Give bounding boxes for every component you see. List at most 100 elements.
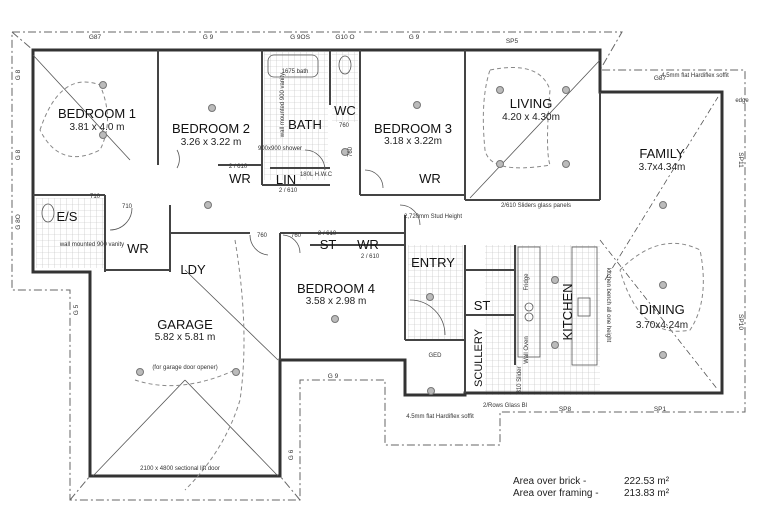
room-st-bed4: ST bbox=[320, 237, 337, 252]
plan-notes: 1675 bath wall mounted 900 vanity 900x90… bbox=[59, 69, 750, 472]
room-dimensions: 3.81 x 4.0 m bbox=[69, 122, 124, 133]
note: GED bbox=[428, 353, 442, 359]
window-label: G 6 bbox=[288, 449, 295, 460]
bathtub bbox=[267, 54, 319, 78]
window-label: G 9 bbox=[409, 34, 420, 41]
room-garage: GARAGE 5.82 x 5.81 m bbox=[155, 317, 216, 343]
room-ldy: LDY bbox=[180, 262, 206, 277]
room-dimensions: 3.26 x 3.22 m bbox=[181, 137, 242, 148]
window-label: SP10 bbox=[737, 314, 744, 330]
room-wr-bed2: WR bbox=[229, 171, 251, 186]
room-dimensions: 3.58 x 2.98 m bbox=[306, 296, 367, 307]
window-label: G 8 bbox=[15, 149, 22, 160]
window-label: G 8O bbox=[15, 214, 22, 230]
roof-hip bbox=[11, 31, 34, 51]
room-kitchen: KITCHEN bbox=[560, 283, 575, 340]
area-summary: Area over brick - 222.53 m² Area over fr… bbox=[513, 476, 670, 499]
roof-hip bbox=[69, 475, 91, 501]
note: 900x900 shower bbox=[258, 146, 302, 152]
window-label: G 5 bbox=[73, 304, 80, 315]
kitchen-tiles bbox=[485, 245, 600, 395]
note: 4.5mm flat Hardiflex soffit bbox=[661, 73, 729, 79]
window-label: SP5 bbox=[506, 38, 519, 45]
room-name: FAMILY bbox=[639, 146, 685, 161]
note: 2 / 610 bbox=[279, 188, 298, 194]
room-family: FAMILY 3.7x4.34m bbox=[639, 146, 686, 173]
room-name: BEDROOM 2 bbox=[172, 121, 250, 136]
note: 2 / 610 bbox=[361, 254, 380, 260]
room-dimensions: 3.18 x 3.22m bbox=[384, 136, 442, 147]
es-tiles bbox=[36, 198, 104, 268]
note: 2,720mm Stud Height bbox=[404, 214, 462, 220]
note: kitchen bench all one height bbox=[605, 268, 611, 343]
room-lin: LIN bbox=[276, 172, 296, 187]
note: 2/610 Sliders glass panels bbox=[501, 203, 571, 209]
window-label: G10 O bbox=[335, 34, 354, 41]
note: 760 bbox=[257, 233, 268, 239]
note: 810 Slider bbox=[517, 366, 523, 393]
window-label: G 8 bbox=[15, 69, 22, 80]
area-brick-value: 222.53 m² bbox=[624, 476, 670, 487]
room-dimensions: 3.7x4.34m bbox=[639, 162, 686, 173]
note: Wall Oven bbox=[524, 336, 530, 363]
window-label: G87 bbox=[89, 34, 102, 41]
window-label: SP8 bbox=[559, 406, 572, 413]
room-bath: BATH bbox=[288, 117, 322, 132]
doors bbox=[109, 149, 446, 336]
room-wr-bed1: WR bbox=[127, 241, 149, 256]
note: 4.5mm flat Hardiflex soffit bbox=[406, 414, 474, 420]
room-dimensions: 5.82 x 5.81 m bbox=[155, 332, 216, 343]
room-name: BEDROOM 3 bbox=[374, 121, 452, 136]
toilet bbox=[41, 203, 55, 223]
note: wall mounted 900 vanity bbox=[59, 242, 124, 248]
room-bedroom3: BEDROOM 3 3.18 x 3.22m bbox=[374, 121, 452, 147]
window-label: G 9 bbox=[328, 373, 339, 380]
interior-walls bbox=[33, 50, 601, 393]
kitchen-cabinets bbox=[41, 54, 598, 366]
window-labels: G87 G 9 G 9OS G10 O G 9 SP5 G87 SP11 SP1… bbox=[15, 34, 744, 460]
window-label: SP11 bbox=[737, 152, 744, 168]
area-framing-value: 213.83 m² bbox=[624, 488, 670, 499]
room-st-kitchen: ST bbox=[474, 298, 491, 313]
note: 180L H.W.C bbox=[300, 172, 333, 178]
room-es: E/S bbox=[57, 209, 78, 224]
room-wc: WC bbox=[334, 103, 356, 118]
window-label: G87 bbox=[654, 75, 667, 82]
window-label: SP1 bbox=[654, 406, 667, 413]
room-bedroom1: BEDROOM 1 3.81 x 4.0 m bbox=[58, 106, 136, 133]
note: wall mounted 900 vanity bbox=[280, 73, 286, 138]
room-wr-bed3: WR bbox=[419, 171, 441, 186]
window-label: G 9 bbox=[203, 34, 214, 41]
wc-tiles bbox=[332, 52, 358, 122]
area-framing-label: Area over framing - bbox=[513, 488, 599, 499]
entry-tiles bbox=[408, 245, 463, 340]
exterior-wall bbox=[31, 48, 724, 478]
note: 2/Rows Glass Bl bbox=[483, 403, 527, 409]
room-name: GARAGE bbox=[157, 317, 213, 332]
electrical-layout bbox=[39, 67, 704, 491]
area-brick-label: Area over brick - bbox=[513, 476, 586, 487]
note: 760 bbox=[339, 123, 350, 129]
room-dining: DINING 3.70x4.24m bbox=[636, 302, 688, 331]
note: 1675 bath bbox=[282, 69, 309, 75]
room-name: BEDROOM 4 bbox=[297, 281, 375, 296]
room-dimensions: 4.20 x 4.30m bbox=[502, 112, 560, 123]
roof-hip bbox=[279, 475, 301, 501]
room-name: LIVING bbox=[510, 96, 553, 111]
toilet bbox=[338, 55, 352, 75]
room-name: BEDROOM 1 bbox=[58, 106, 136, 121]
room-bedroom4: BEDROOM 4 3.58 x 2.98 m bbox=[297, 281, 375, 307]
note: 760 bbox=[348, 146, 354, 157]
note: 2100 x 4800 sectional lift door bbox=[140, 466, 220, 472]
room-living: LIVING 4.20 x 4.30m bbox=[502, 96, 560, 123]
room-entry: ENTRY bbox=[411, 255, 455, 270]
note: edge bbox=[735, 98, 749, 104]
note: 2 / 610 bbox=[229, 164, 248, 170]
room-wr-bed4: WR bbox=[357, 237, 379, 252]
room-dimensions: 3.70x4.24m bbox=[636, 320, 688, 331]
note: 2 / 610 bbox=[318, 231, 337, 237]
note: Fridge bbox=[524, 273, 530, 291]
room-scullery: SCULLERY bbox=[473, 328, 485, 387]
room-bedroom2: BEDROOM 2 3.26 x 3.22 m bbox=[172, 121, 250, 148]
room-name: DINING bbox=[639, 302, 685, 317]
